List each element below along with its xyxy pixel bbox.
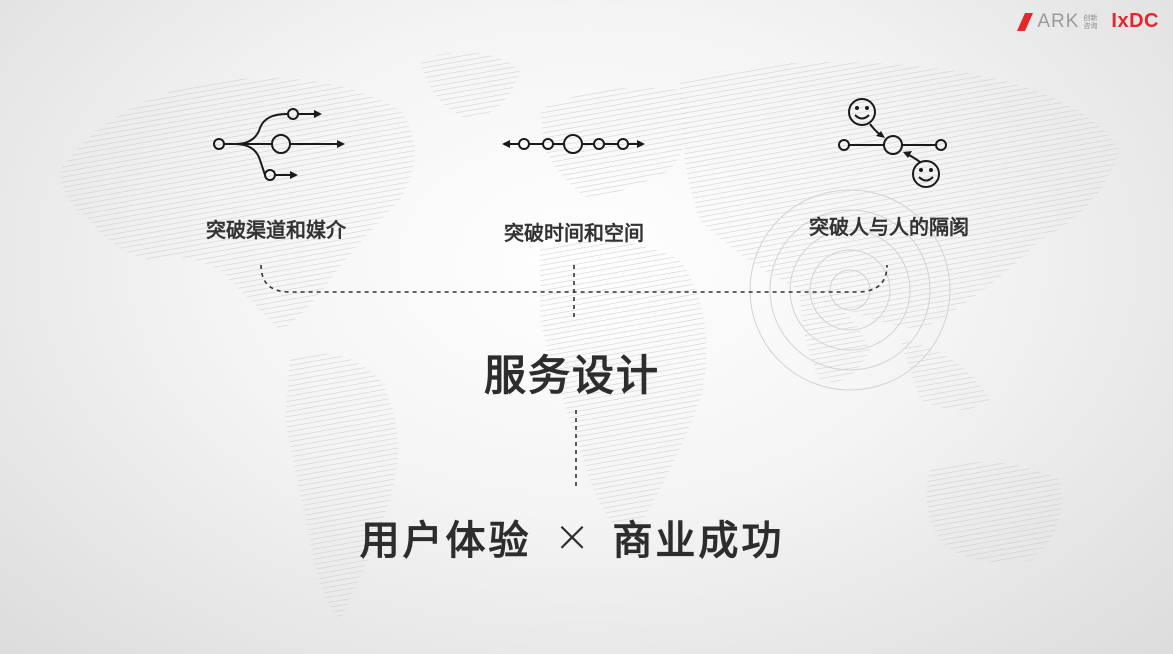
main-title: 服务设计 — [483, 351, 661, 400]
bottom-equation: 用户体验 × 商业成功 — [360, 508, 785, 566]
feature-label-time-space: 突破时间和空间 — [504, 221, 644, 245]
feature-label-people: 突破人与人的隔阂 — [809, 215, 969, 239]
people-connection-icon — [838, 98, 947, 188]
timeline-nodes-icon — [502, 134, 645, 154]
business-success-text: 商业成功 — [612, 518, 785, 564]
ark-logo-text: ARK — [1037, 10, 1080, 32]
times-symbol: × — [553, 511, 591, 562]
header-logos: ARK 创新 咨询 IxDC — [1017, 10, 1159, 33]
ixdc-logo: IxDC — [1111, 10, 1159, 32]
ark-logo: ARK 创新 咨询 — [1017, 11, 1097, 33]
user-experience-text: 用户体验 — [359, 518, 532, 564]
feature-label-channels: 突破渠道和媒介 — [206, 218, 346, 242]
ark-logo-subtext: 创新 咨询 — [1083, 13, 1098, 30]
branching-channels-icon — [213, 108, 345, 181]
ark-mark-icon — [1017, 12, 1034, 31]
